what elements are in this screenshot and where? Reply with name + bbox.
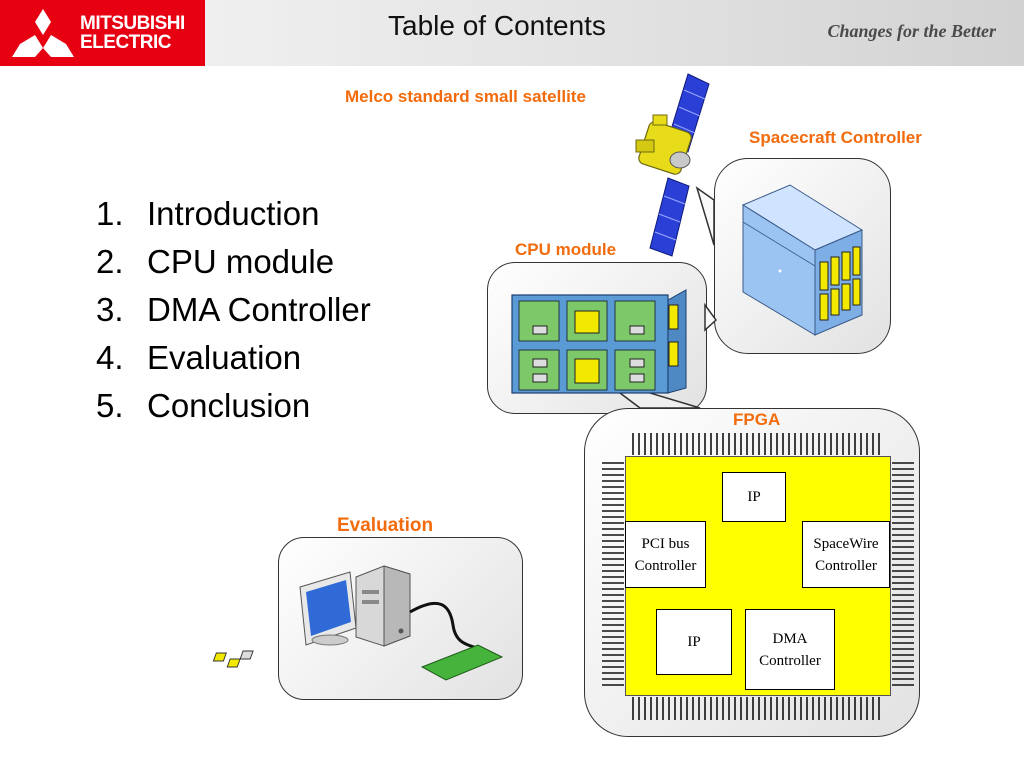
cpu-module-label: CPU module [515, 240, 617, 259]
toc-list: 1.Introduction 2.CPU module 3.DMA Contro… [96, 190, 371, 430]
evaluation-board-icon [212, 644, 504, 681]
ip-block-top: IP [722, 472, 786, 522]
toc-item: 4.Evaluation [96, 339, 302, 376]
header-bar: MITSUBISHI ELECTRIC Table of Contents Ch… [0, 0, 1024, 66]
satellite-label: Melco standard small satellite [345, 87, 586, 106]
spacecraft-controller-unit [741, 184, 864, 336]
evaluation-pc-icon [299, 565, 485, 653]
pci-bus-controller-block: PCI bus Controller [625, 521, 706, 588]
mitsubishi-logo: MITSUBISHI ELECTRIC [0, 0, 205, 66]
dma-controller-block: DMA Controller [745, 609, 835, 690]
spacecraft-controller-label: Spacecraft Controller [749, 128, 922, 147]
logo-line1: MITSUBISHI [80, 13, 185, 34]
spacewire-controller-block: SpaceWire Controller [802, 521, 890, 588]
ip-block-bottom: IP [656, 609, 732, 675]
toc-item: 2.CPU module [96, 243, 335, 280]
cpu-pointer [704, 302, 718, 332]
toc-item: 3.DMA Controller [96, 291, 371, 328]
three-diamonds-icon [12, 9, 74, 57]
toc-item: 1.Introduction [96, 195, 320, 232]
evaluation-label: Evaluation [337, 515, 434, 536]
satellite-icon [635, 73, 710, 257]
toc-item: 5.Conclusion [96, 387, 311, 424]
spacecraft-pointer [695, 186, 715, 246]
slogan: Changes for the Better [827, 21, 996, 41]
fpga-pins [602, 433, 914, 720]
fpga-label: FPGA [733, 410, 781, 429]
cpu-module-board [511, 289, 687, 394]
logo-line2: ELECTRIC [80, 32, 171, 53]
slide-title: Table of Contents [388, 10, 606, 41]
